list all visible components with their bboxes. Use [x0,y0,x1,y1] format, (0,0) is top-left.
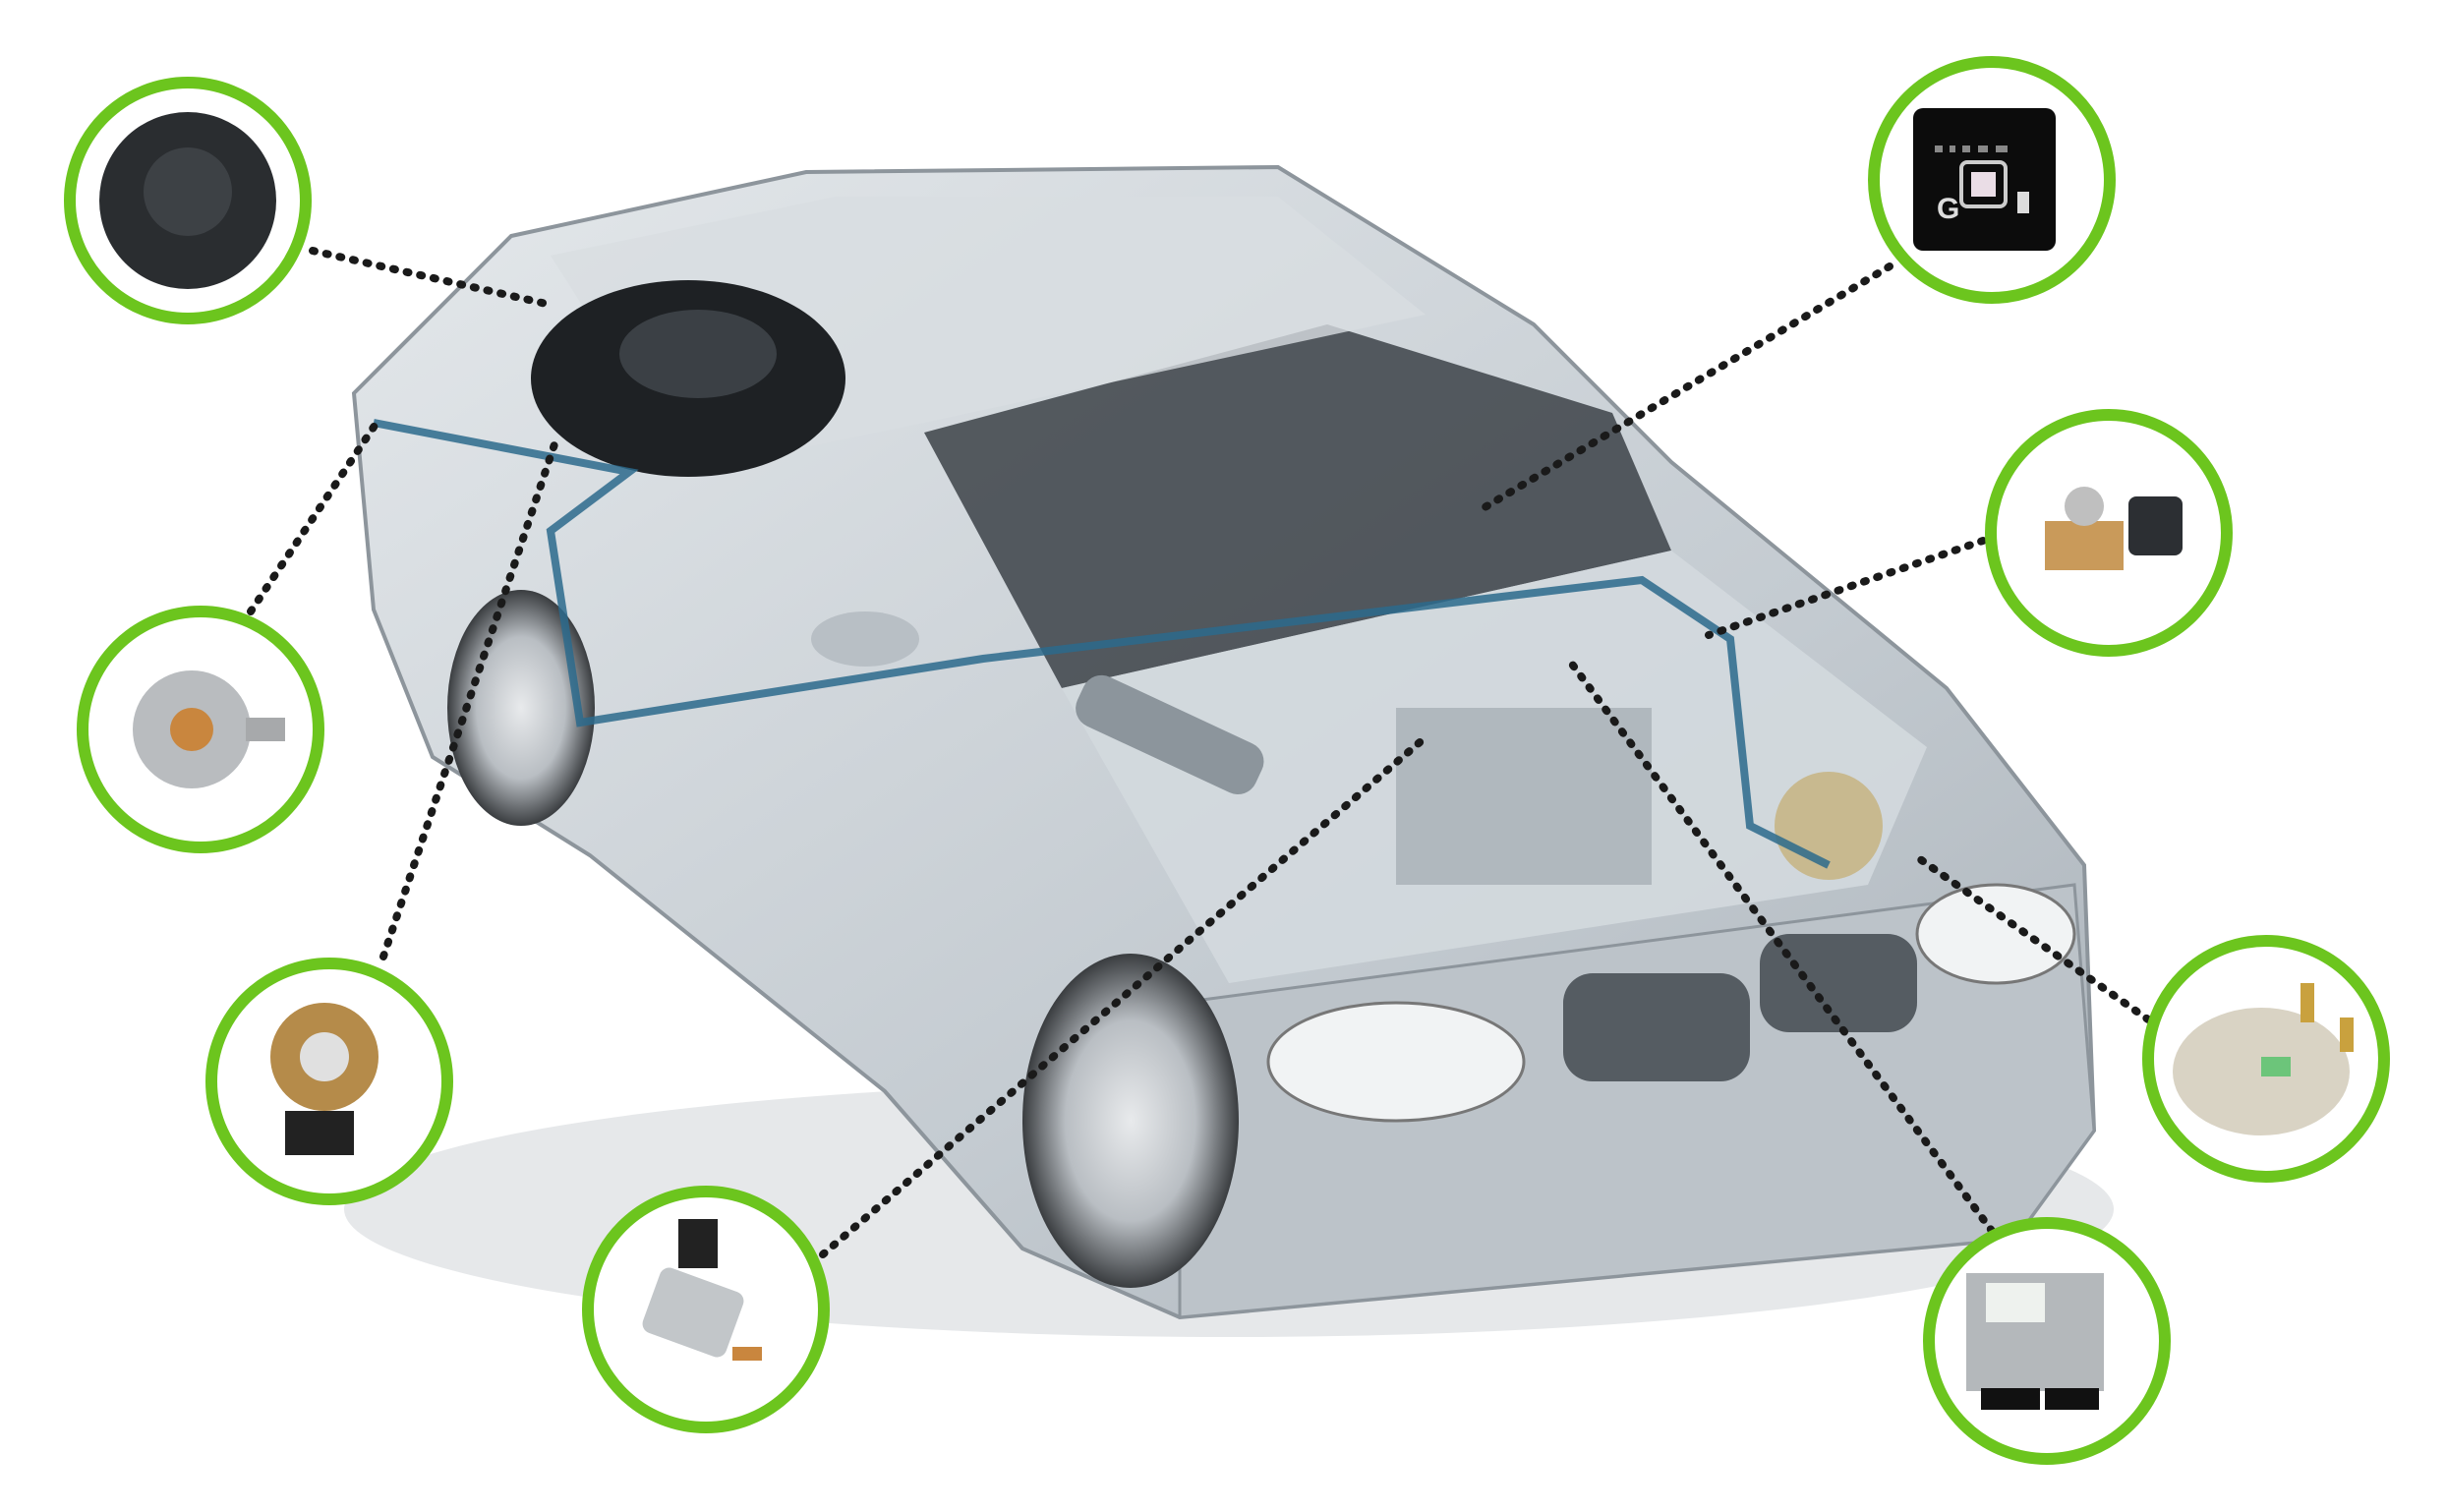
callout-ecu [1923,1217,2171,1465]
car [351,164,2097,1320]
callout-reducer [2142,935,2390,1183]
callout-gas-injector [582,1186,830,1433]
ecu-icon [1966,1273,2104,1410]
injector-icon [642,1219,762,1361]
switch-panel-icon: G [1913,108,2056,251]
callout-solenoid-valve [1985,409,2233,657]
mirror [811,611,919,667]
indicator-leds [1935,145,2008,152]
fuel-pump-icon [2017,192,2029,213]
callout-multivalve [205,958,453,1205]
callout-fuel-switch: G [1868,56,2116,304]
callout-filler-valve [77,606,324,853]
grille-right [1760,934,1917,1032]
headlight-left [1266,1001,1526,1123]
fuel-pipe [373,419,1831,869]
engine-block [1396,708,1652,885]
leader-lines [247,247,2152,1258]
filler-valve-icon [133,670,285,788]
multivalve-icon [270,1003,379,1155]
injector-rail [1076,674,1264,795]
solenoid-valve-icon [2045,487,2183,570]
windshield [924,324,1671,688]
reducer-icon [2173,983,2354,1135]
headlight-right [1915,883,2076,985]
toroidal-tank-inner [619,310,777,398]
switch-letter: G [1937,193,1959,225]
front-wheel [1022,954,1239,1288]
grille-left [1563,973,1750,1081]
callout-tank-cap [64,77,312,324]
rear-wheel [447,590,595,826]
